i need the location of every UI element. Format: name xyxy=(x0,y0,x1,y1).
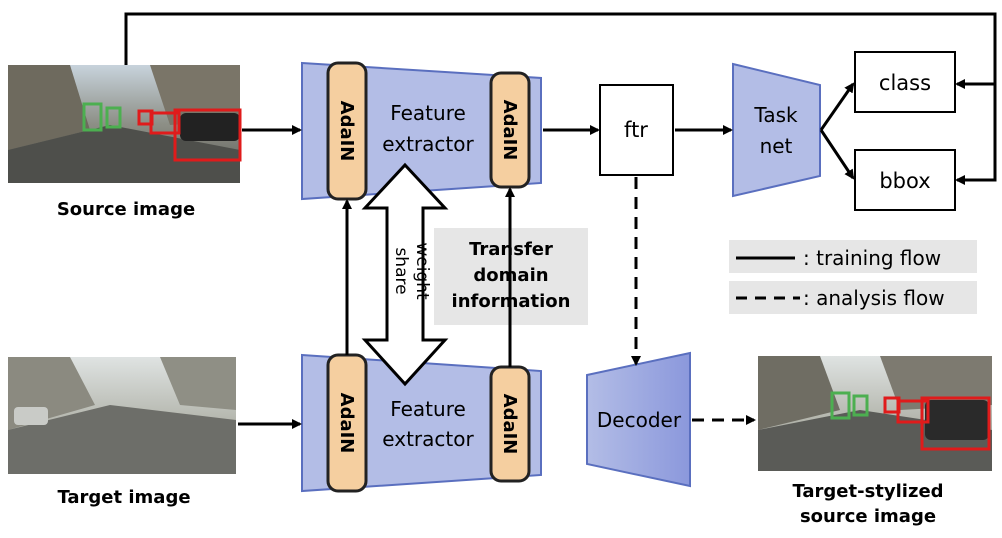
arrow-tasknet-to-bbox xyxy=(819,129,855,180)
task-net-label-line2: net xyxy=(760,134,793,158)
detection-box-red xyxy=(920,396,991,451)
decoder: Decoder xyxy=(586,351,691,488)
legend: : training flow : analysis flow xyxy=(729,240,977,314)
target-stylized-image xyxy=(758,356,992,471)
arrow-feedback-bbox xyxy=(955,84,997,185)
class-box: class xyxy=(854,51,956,113)
detection-box-green xyxy=(82,102,103,132)
adain-label: AdaIN xyxy=(336,101,357,162)
arrow-tasknet-to-class xyxy=(819,82,855,131)
adain-label: AdaIN xyxy=(499,394,520,455)
ftr-box: ftr xyxy=(599,84,674,176)
detection-box-red xyxy=(173,108,242,162)
feature-extractor-label-line1: Feature xyxy=(390,101,466,125)
arrow-feedback-top xyxy=(124,12,997,89)
weight-share-label-line1: weight xyxy=(412,242,432,300)
detection-box-green xyxy=(852,394,869,417)
training-flow-arrows xyxy=(124,12,997,429)
bbox-label: bbox xyxy=(879,169,930,193)
detection-box-red xyxy=(149,111,181,135)
class-label: class xyxy=(879,71,931,95)
detection-box-green xyxy=(830,391,851,420)
weight-share-arrow: weight share xyxy=(361,162,449,387)
detection-box-red xyxy=(896,399,930,424)
feature-extractor-label-line2: extractor xyxy=(382,427,474,451)
task-net: Task net xyxy=(732,62,821,198)
target-stylized-label-line1: Target-stylized xyxy=(792,481,943,502)
ftr-label: ftr xyxy=(624,118,648,142)
target-image-label: Target image xyxy=(57,487,190,508)
source-image xyxy=(8,65,242,183)
target-image xyxy=(8,357,236,474)
bbox-box: bbox xyxy=(854,149,956,211)
legend-training-label: : training flow xyxy=(803,246,941,270)
feature-extractor-label-line2: extractor xyxy=(382,132,474,156)
feature-extractor-bottom: AdaIN AdaIN Feature extractor xyxy=(301,353,542,493)
legend-analysis-label: : analysis flow xyxy=(803,286,945,310)
adain-label: AdaIN xyxy=(336,393,357,454)
adain-label: AdaIN xyxy=(499,100,520,161)
feature-extractor-top: AdaIN AdaIN Feature extractor xyxy=(301,61,542,201)
weight-share-label-line2: share xyxy=(391,247,411,294)
analysis-flow-arrows xyxy=(631,177,756,425)
task-net-label-line1: Task xyxy=(753,103,798,127)
source-image-label: Source image xyxy=(57,199,195,220)
target-stylized-label-line2: source image xyxy=(800,506,936,527)
detection-box-green xyxy=(105,106,122,129)
feature-extractor-label-line1: Feature xyxy=(390,397,466,421)
decoder-label: Decoder xyxy=(597,408,682,432)
